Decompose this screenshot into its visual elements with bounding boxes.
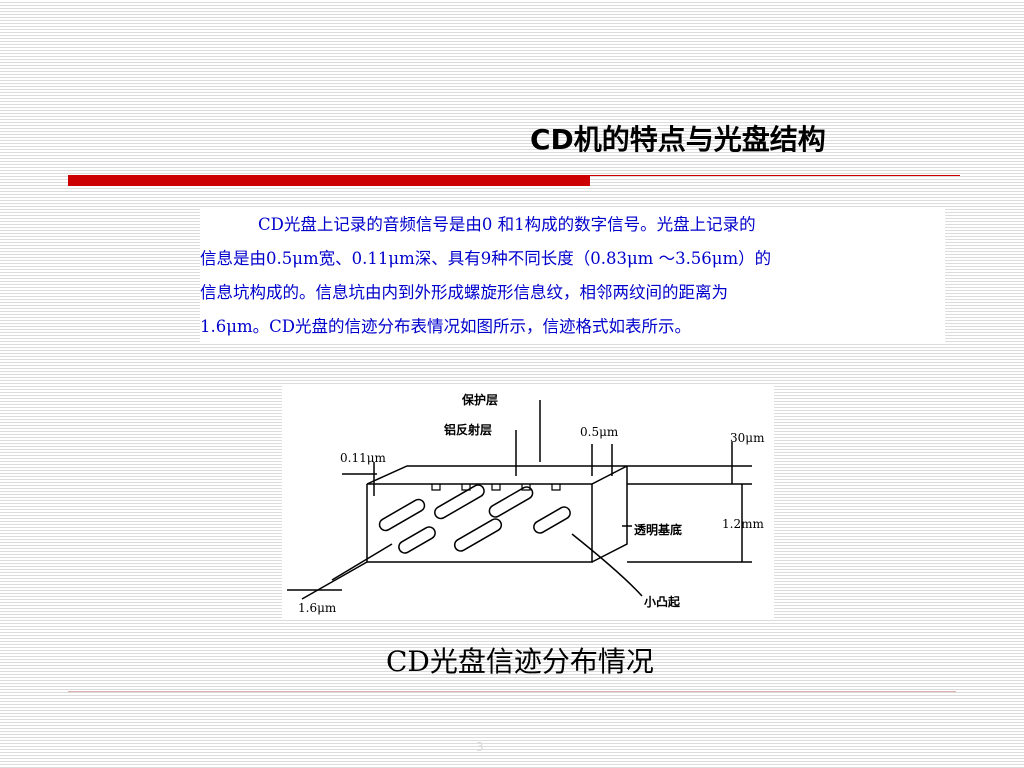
paragraph-line: 信息坑构成的。信息坑由内到外形成螺旋形信息纹，相邻两纹间的距离为 [200,283,728,302]
label-substrate-thickness: 1.2mm [722,517,764,531]
label-substrate: 透明基底 [634,522,682,537]
disc-right-face [591,466,628,563]
figure-caption: CD光盘信迹分布情况 [386,645,654,678]
paragraph-line: CD光盘上记录的音频信号是由0 和1构成的数字信号。光盘上记录的 [258,215,756,234]
disc-front-face [366,484,593,563]
label-bumps: 小凸起 [644,594,681,609]
cd-track-diagram-svg: 保护层 铝反射层 0.5μm 0.11μm 30μm 透明基底 1.2mm 小凸… [287,392,765,615]
disc-top-face [366,465,628,485]
label-pit-width: 0.5μm [580,425,619,439]
footer-divider [68,691,956,692]
body-paragraph: CD光盘上记录的音频信号是由0 和1构成的数字信号。光盘上记录的 信息是由0.5… [200,208,945,344]
label-track-pitch: 1.6μm [298,601,337,615]
paragraph-line: 信息是由0.5μm宽、0.11μm深、具有9种不同长度（0.83μm ～3.56… [200,249,772,268]
slide-title: CD机的特点与光盘结构 [530,123,826,156]
title-underline-bar [68,175,590,186]
cd-track-diagram: 保护层 铝反射层 0.5μm 0.11μm 30μm 透明基底 1.2mm 小凸… [282,384,774,618]
page-number: 3 [476,740,484,754]
label-protective-layer: 保护层 [461,392,498,407]
title-underline-rule [590,175,960,176]
label-pit-depth: 0.11μm [340,451,387,465]
label-protective-thickness: 30μm [730,431,765,445]
label-aluminum-layer: 铝反射层 [444,422,492,437]
paragraph-line: 1.6μm。CD光盘的信迹分布表情况如图所示，信迹格式如表所示。 [200,317,691,336]
